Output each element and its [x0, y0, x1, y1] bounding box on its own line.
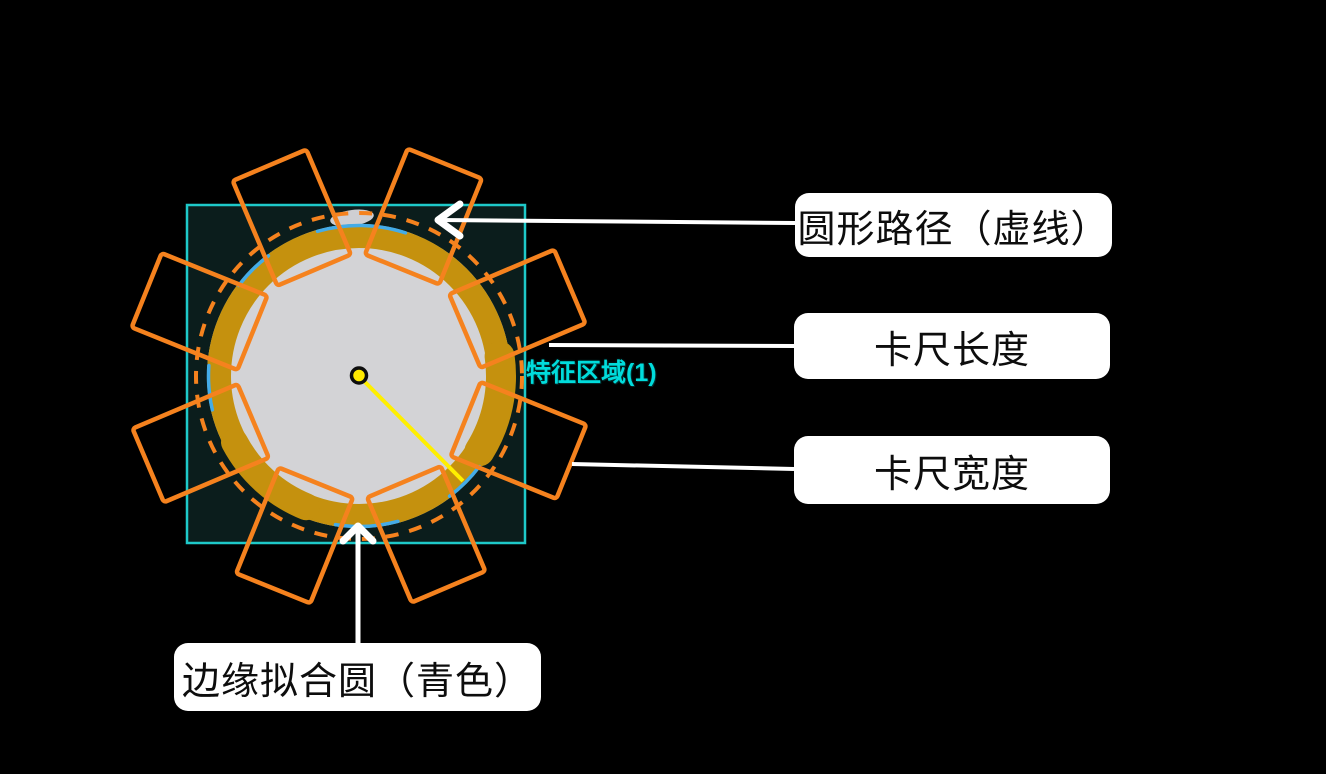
caliper-rect[interactable] — [447, 248, 587, 370]
disc-amber-ring-bump — [464, 341, 516, 467]
circular-path-dashed[interactable] — [194, 211, 524, 541]
disc-amber-ring-bump — [221, 428, 320, 521]
caliper-rect[interactable] — [130, 251, 269, 372]
label-caliper-width: 卡尺宽度 — [794, 436, 1110, 504]
edge-fit-circle-arc — [315, 223, 408, 235]
feature-region-label: 特征区域(1) — [526, 359, 657, 387]
caliper-rect[interactable] — [363, 147, 484, 286]
arrowhead-circular-path — [434, 200, 464, 240]
label-edge-fit-circle: 边缘拟合圆（青色） — [174, 643, 541, 711]
caliper-rect[interactable] — [234, 466, 355, 605]
caliper-rect[interactable] — [449, 380, 588, 501]
annotation-line-caliper-length — [548, 343, 795, 348]
annotation-line-caliper-width — [571, 462, 795, 471]
caliper-rect[interactable] — [365, 464, 487, 604]
center-point-handle[interactable] — [349, 366, 369, 385]
caliper-rect[interactable] — [231, 148, 353, 288]
arrowhead-edge-fit-circle — [339, 522, 377, 545]
caliper-rect[interactable] — [131, 382, 271, 504]
edge-fit-circle-arc — [206, 363, 215, 412]
annotation-line-circular-path — [439, 218, 796, 225]
label-circular-path: 圆形路径（虚线） — [795, 193, 1112, 257]
radius-line — [357, 374, 465, 483]
label-caliper-length: 卡尺长度 — [794, 313, 1110, 379]
